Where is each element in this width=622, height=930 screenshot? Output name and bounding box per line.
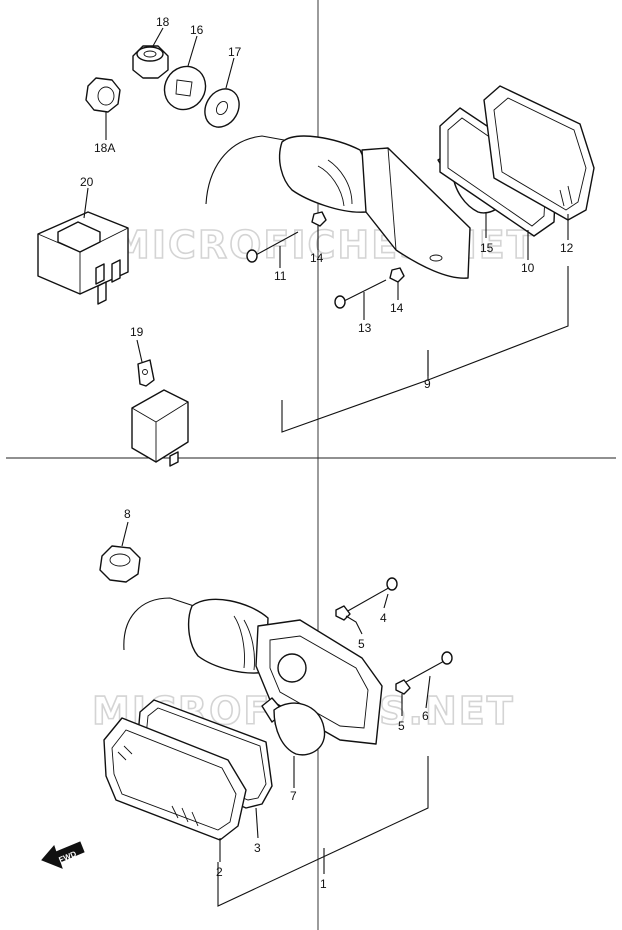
part-5-nut-b	[395, 679, 411, 695]
callout-17: 17	[228, 45, 242, 59]
callout-14b: 14	[390, 301, 404, 315]
part-18-nut	[132, 45, 169, 79]
leader-5a	[345, 615, 363, 635]
callout-2: 2	[216, 865, 223, 879]
part-8-nut	[99, 545, 141, 583]
callout-6: 6	[422, 709, 429, 723]
part-13-screw	[334, 279, 387, 309]
fwd-arrow-icon: FWD	[41, 841, 85, 869]
leader-20	[83, 187, 89, 219]
part-4-screw	[345, 577, 398, 613]
part-7-bulb	[261, 697, 326, 756]
bracket-part-1	[217, 756, 429, 907]
callout-9: 9	[424, 377, 431, 391]
bracket-part-9-right	[427, 266, 569, 381]
leader-6	[425, 675, 431, 709]
part-2-lens	[103, 717, 247, 841]
part-12-lens	[483, 85, 595, 221]
part-1-turn-signal-assembly	[123, 597, 383, 745]
part-6-screw	[405, 651, 453, 683]
callout-20: 20	[80, 175, 94, 189]
leader-3	[255, 807, 259, 839]
callout-5b: 5	[398, 719, 405, 733]
leader-8	[121, 521, 129, 547]
bracket-part-9	[281, 350, 429, 433]
part-16-lock-washer	[163, 65, 207, 111]
callout-18: 18	[156, 15, 170, 29]
part-19-flasher	[131, 359, 189, 467]
leader-17	[225, 57, 235, 89]
callout-12: 12	[560, 241, 574, 255]
part-14-nut-a	[311, 211, 327, 227]
callout-3: 3	[254, 841, 261, 855]
callout-10: 10	[521, 261, 535, 275]
callout-4: 4	[380, 611, 387, 625]
callout-15: 15	[480, 241, 494, 255]
callout-16: 16	[190, 23, 204, 37]
callout-5a: 5	[358, 637, 365, 651]
leader-16	[187, 35, 198, 67]
callout-7: 7	[290, 789, 297, 803]
leader-4	[383, 593, 389, 609]
part-5-nut-a	[335, 605, 351, 621]
part-18a-cap-nut	[85, 77, 121, 113]
callout-1: 1	[320, 877, 327, 891]
part-14-nut-b	[389, 267, 405, 283]
leader-19	[136, 339, 143, 363]
part-20-relay	[37, 211, 129, 305]
part-11-screw	[246, 231, 299, 263]
leader-18	[152, 27, 164, 47]
callout-11: 11	[274, 269, 287, 283]
part-17-washer	[204, 88, 240, 128]
callout-18a: 18A	[94, 141, 115, 155]
callout-8: 8	[124, 507, 131, 521]
callout-13: 13	[358, 321, 372, 335]
callout-19: 19	[130, 325, 144, 339]
part-9-turn-signal-assembly	[205, 135, 471, 279]
callout-14a: 14	[310, 251, 324, 265]
